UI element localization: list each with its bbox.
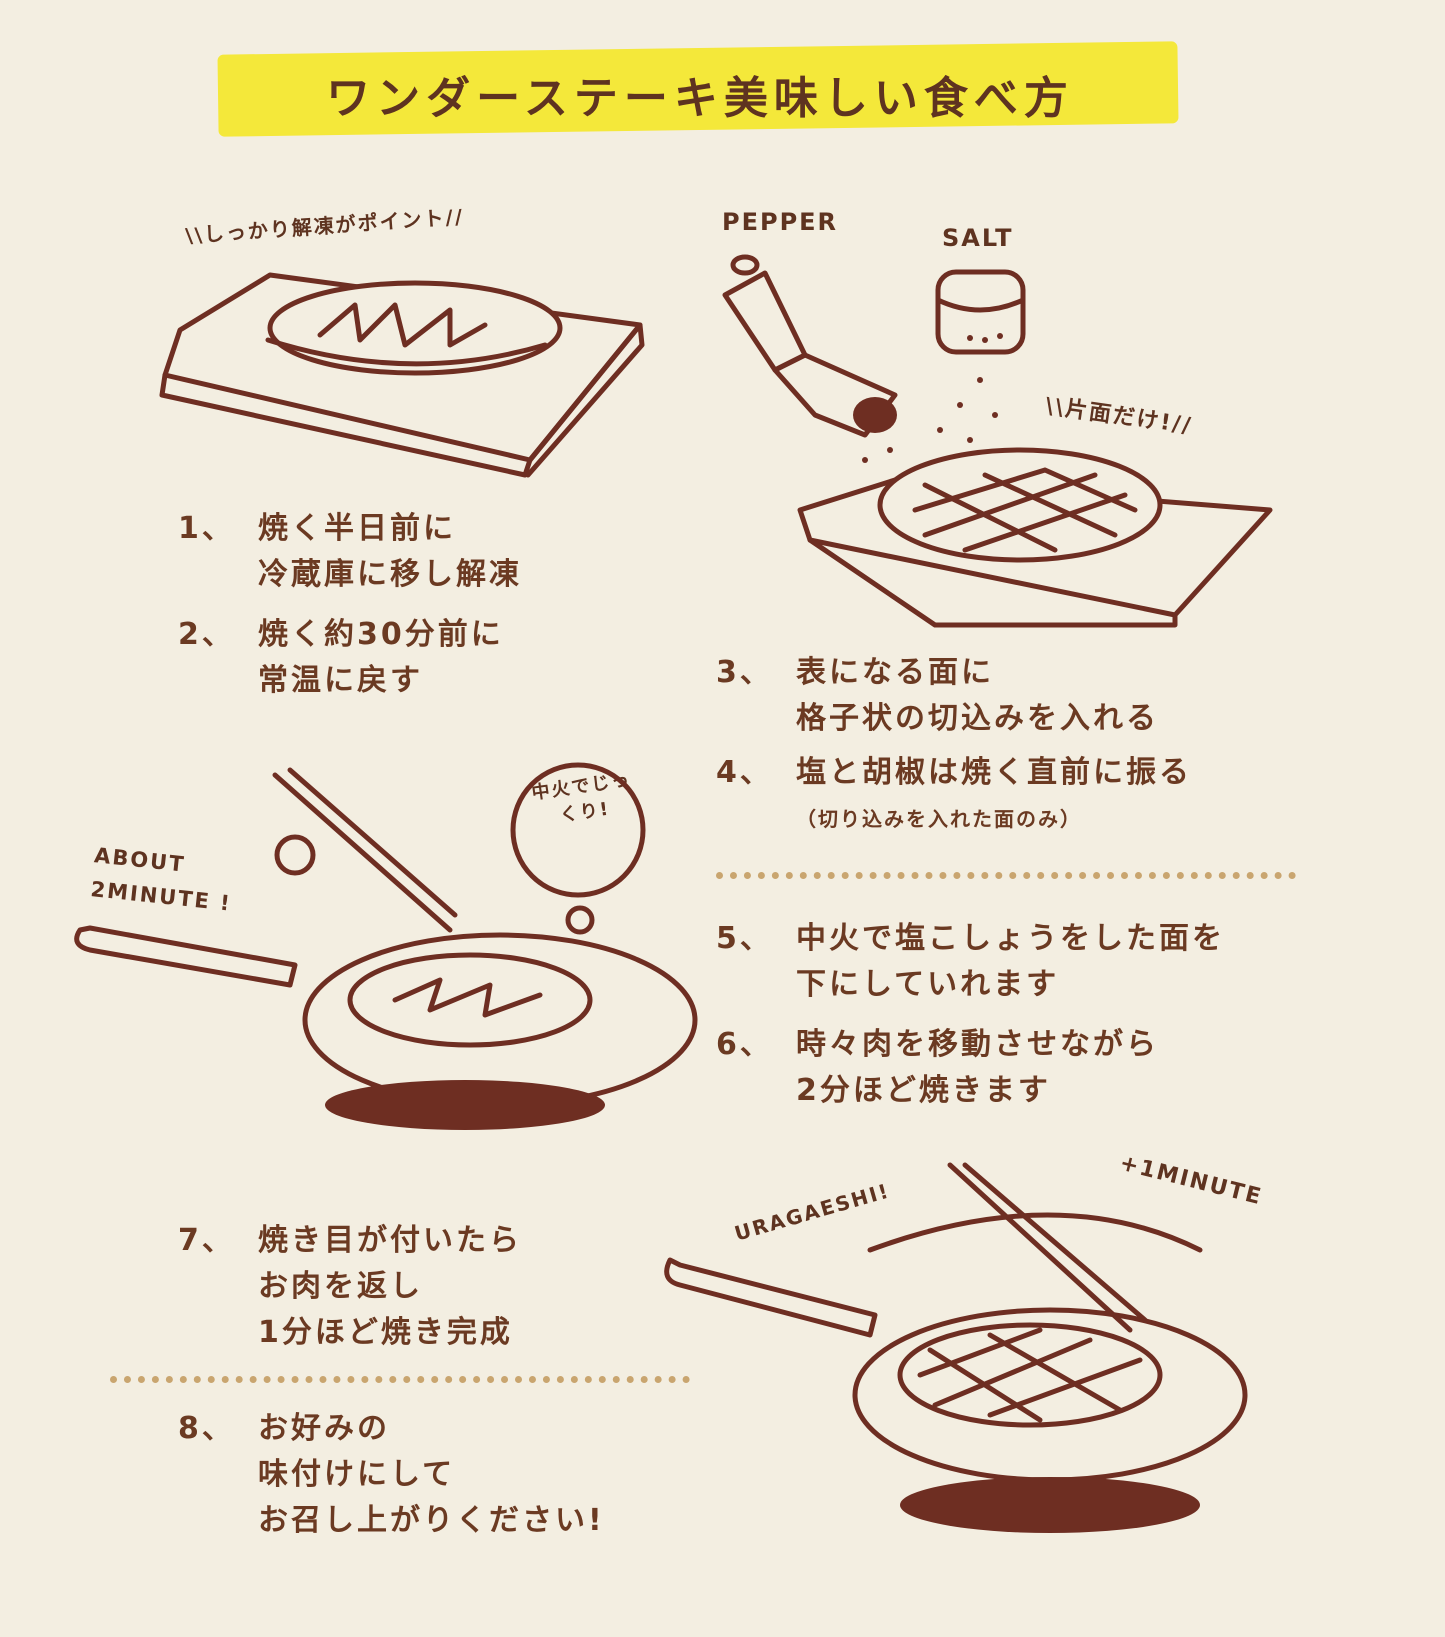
- step-4: 4、塩と胡椒は焼く直前に振る （切り込みを入れた面のみ）: [716, 750, 1192, 842]
- step-text: 下にしていれます: [796, 967, 1060, 1002]
- tongs-icon: [947, 1162, 1148, 1333]
- step-text: 格子状の切込みを入れる: [796, 701, 1159, 736]
- thaw-point-caption: \\しっかり解凍がポイント//: [184, 204, 465, 248]
- flip-arrow-icon: [867, 1212, 1203, 1253]
- step-text: 2分ほど焼きます: [796, 1073, 1051, 1108]
- step-text: 焼く半日前に: [258, 511, 456, 546]
- pan-handle-icon: [664, 1257, 878, 1338]
- step-7: 7、焼き目が付いたら お肉を返し 1分ほど焼き完成: [178, 1218, 522, 1356]
- step-number: 1、: [178, 511, 235, 546]
- step-text: 常温に戻す: [258, 663, 423, 698]
- scored-steak-board-illustration: [797, 447, 1273, 628]
- step-text: 表になる面に: [796, 655, 994, 690]
- flipping-steak-illustration: [664, 1162, 1248, 1533]
- step-text: お召し上がりください!: [258, 1503, 605, 1538]
- cutting-board-illustration: [159, 272, 645, 478]
- step-1: 1、焼く半日前に 冷蔵庫に移し解凍: [178, 506, 522, 598]
- pepper-mill-icon: [722, 254, 898, 438]
- step-8: 8、お好みの 味付けにして お召し上がりください!: [178, 1406, 605, 1544]
- step-text: 味付けにして: [258, 1457, 456, 1492]
- step-text: お好みの: [258, 1411, 390, 1446]
- salt-label: SALT: [942, 224, 1014, 252]
- step-text: お肉を返し: [258, 1269, 423, 1304]
- step-text: 冷蔵庫に移し解凍: [258, 557, 522, 592]
- tongs-icon: [272, 767, 458, 933]
- pepper-label: PEPPER: [722, 208, 839, 236]
- step-number: 2、: [178, 617, 235, 652]
- step-number: 3、: [716, 655, 773, 690]
- step-number: 4、: [716, 755, 773, 790]
- steak-icon: [267, 280, 563, 376]
- step-text: 時々肉を移動させながら: [796, 1027, 1159, 1062]
- divider: [716, 872, 1296, 879]
- step-note: （切り込みを入れた面のみ）: [796, 807, 1082, 831]
- step-number: 7、: [178, 1223, 235, 1258]
- seasoning-dots: [862, 377, 998, 463]
- step-text: 中火で塩こしょうをした面を: [796, 921, 1225, 956]
- step-number: 6、: [716, 1027, 773, 1062]
- steak-icon: [347, 952, 593, 1048]
- step-6: 6、時々肉を移動させながら 2分ほど焼きます: [716, 1022, 1159, 1114]
- step-2: 2、焼く約30分前に 常温に戻す: [178, 612, 504, 704]
- step-number: 5、: [716, 921, 773, 956]
- step-5: 5、中火で塩こしょうをした面を 下にしていれます: [716, 916, 1225, 1008]
- burner-icon: [900, 1477, 1200, 1533]
- divider: [110, 1376, 690, 1383]
- speech-bubble-icon: [510, 762, 646, 898]
- step-3: 3、表になる面に 格子状の切込みを入れる: [716, 650, 1159, 742]
- steak-icon: [897, 1322, 1163, 1428]
- salt-shaker-icon: [935, 269, 1026, 355]
- step-text: 焼く約30分前に: [258, 617, 504, 652]
- step-text: 塩と胡椒は焼く直前に振る: [796, 755, 1192, 790]
- step-text: 焼き目が付いたら: [258, 1223, 522, 1258]
- pan-with-tongs-illustration: [74, 762, 698, 1130]
- step-number: 8、: [178, 1411, 235, 1446]
- page-title: ワンダーステーキ美味しい食べ方: [326, 73, 1074, 124]
- burner-icon: [325, 1080, 605, 1130]
- one-side-caption: \\片面だけ!//: [1043, 393, 1194, 440]
- pan-handle-icon: [74, 925, 298, 988]
- step-text: 1分ほど焼き完成: [258, 1315, 513, 1350]
